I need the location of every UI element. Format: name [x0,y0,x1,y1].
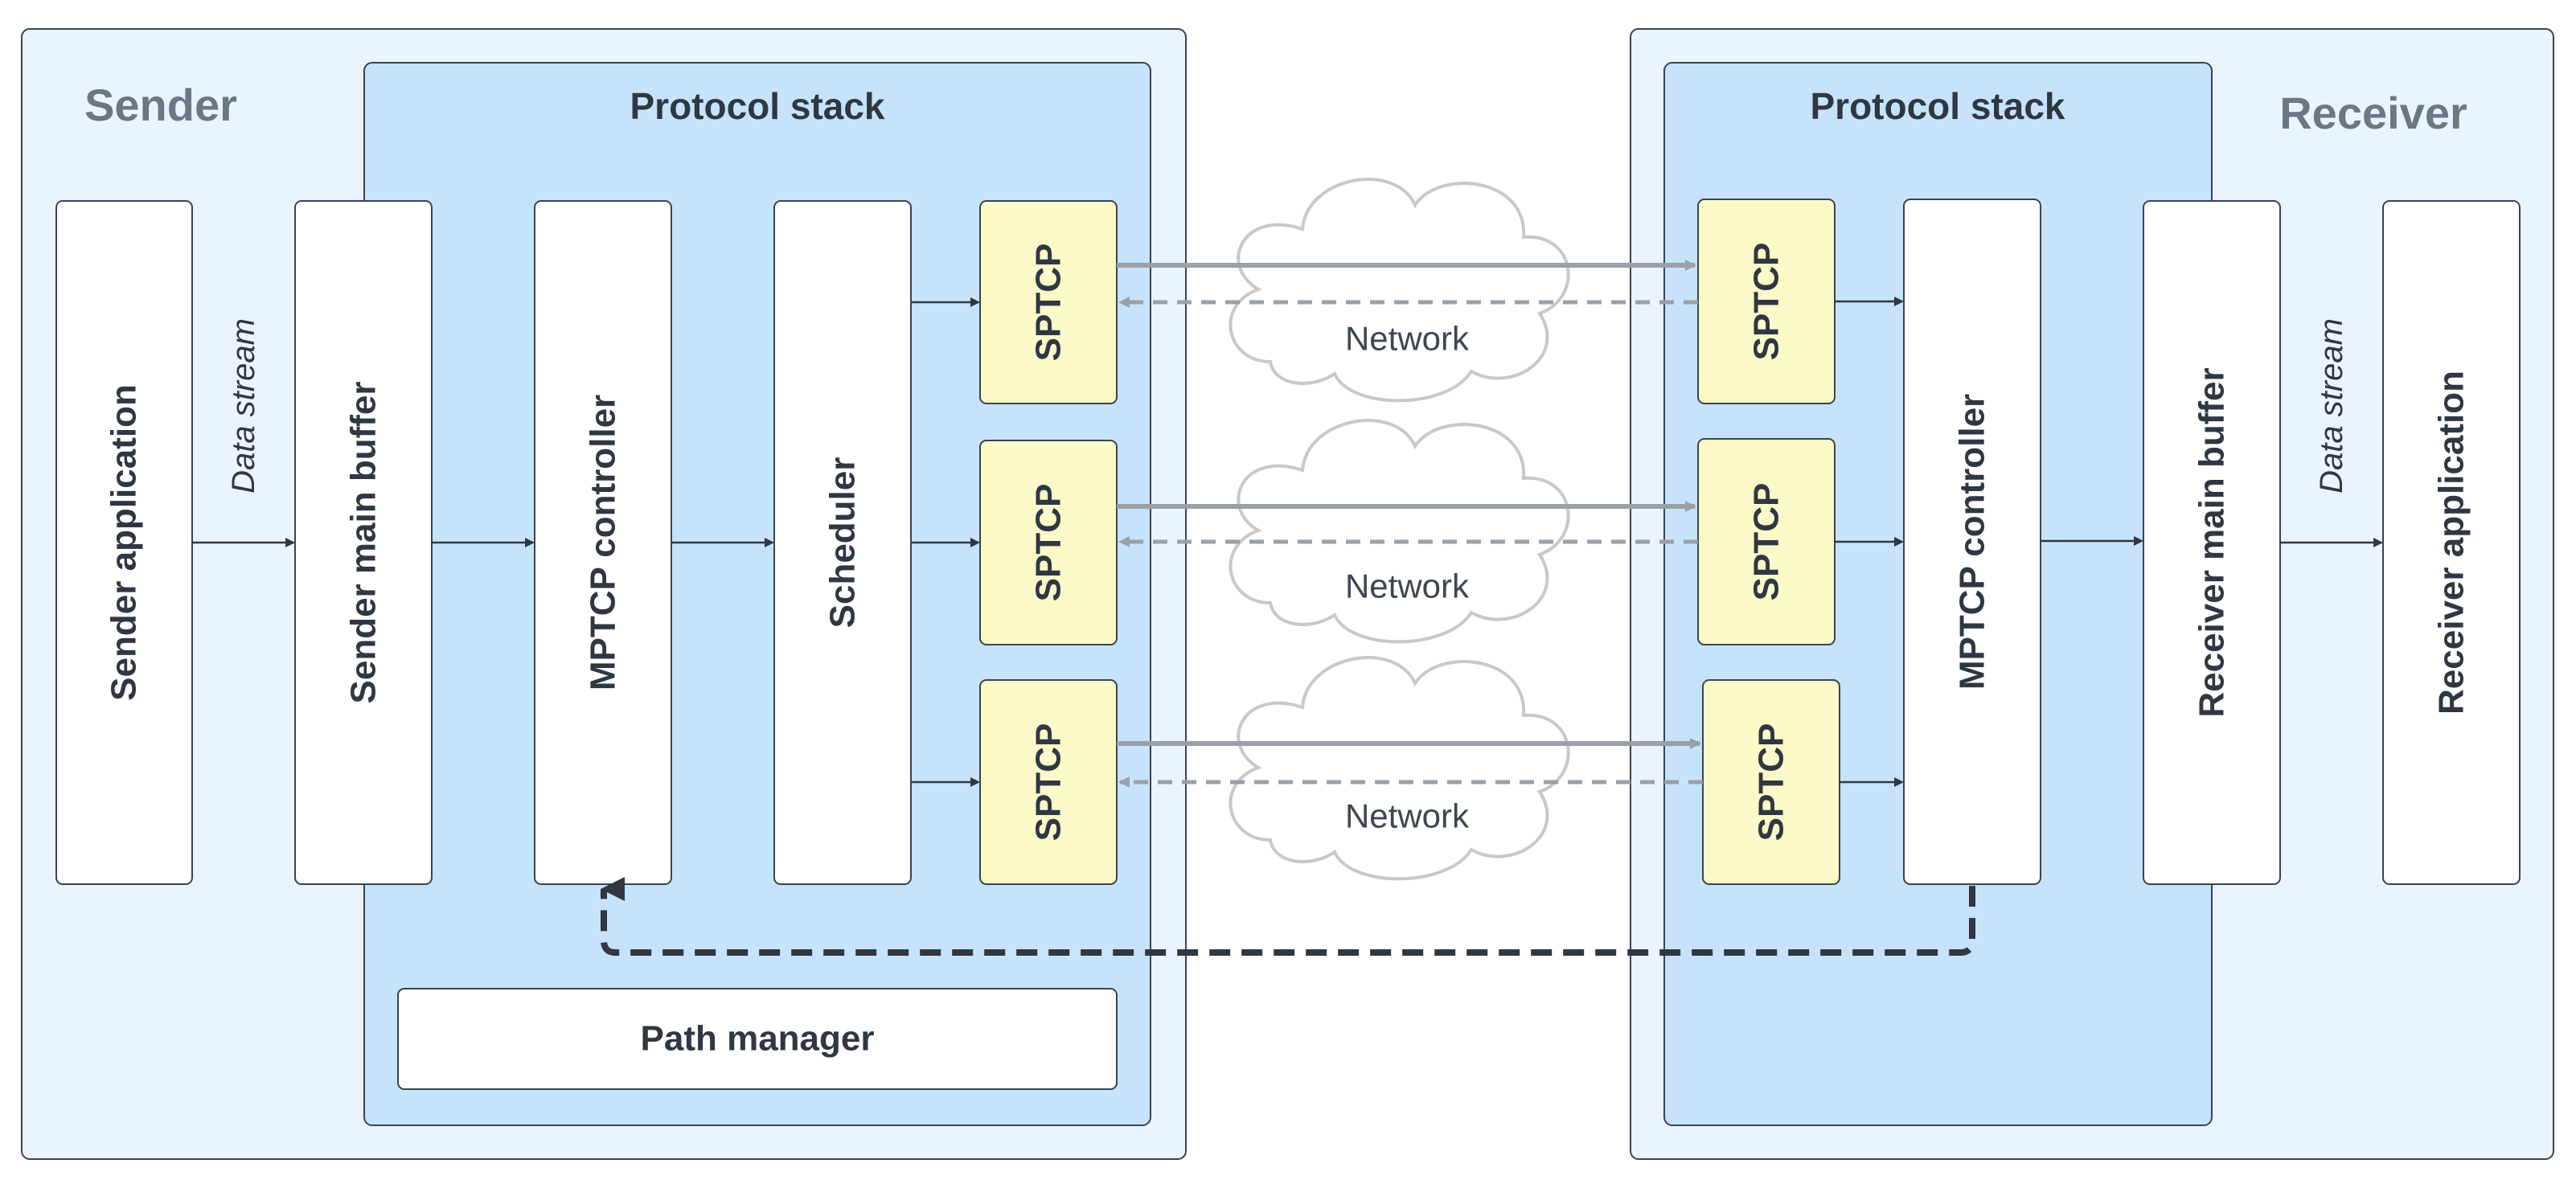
sender-data-stream-label: Data stream [226,318,261,494]
network-cloud-1 [1229,178,1570,403]
network-cloud-2 [1229,419,1570,644]
receiver-subflow-1-label: SPTCP [1747,243,1786,361]
receiver-application-box [2382,200,2521,885]
sender-protocol-stack-title: Protocol stack [630,85,885,127]
scheduler-label: Scheduler [823,457,863,629]
sender-subflow-3 [979,679,1118,885]
receiver-protocol-stack-title: Protocol stack [1811,85,2065,127]
sender-mptcp-controller-label: MPTCP controller [584,395,623,690]
feedback-arrow [601,877,1975,956]
receiver-subflow-2-label: SPTCP [1747,483,1786,601]
network-label-3: Network [1345,797,1470,835]
sender-main-buffer-label: Sender main buffer [344,382,384,704]
sender-title: Sender [84,80,237,130]
sender-subflow-1 [979,200,1118,404]
receiver-title: Receiver [2279,88,2467,138]
path-manager-label: Path manager [641,1019,875,1059]
sender-subflow-2 [979,440,1118,645]
sender-application-label: Sender application [105,384,144,701]
sender-subflow-3-label: SPTCP [1029,723,1069,842]
network-label-2: Network [1345,567,1470,605]
path-manager-box [397,988,1118,1090]
network-label-1: Network [1345,320,1470,358]
network-cloud-3 [1229,656,1570,881]
receiver-application-label: Receiver application [2432,371,2471,715]
receiver-mptcp-controller-label: MPTCP controller [1953,394,1992,690]
sender-subflow-2-label: SPTCP [1029,484,1069,602]
receiver-data-stream-label: Data stream [2314,318,2349,494]
receiver-main-buffer-label: Receiver main buffer [2192,367,2232,717]
sender-subflow-1-label: SPTCP [1029,244,1069,362]
receiver-subflow-3-label: SPTCP [1752,723,1791,842]
